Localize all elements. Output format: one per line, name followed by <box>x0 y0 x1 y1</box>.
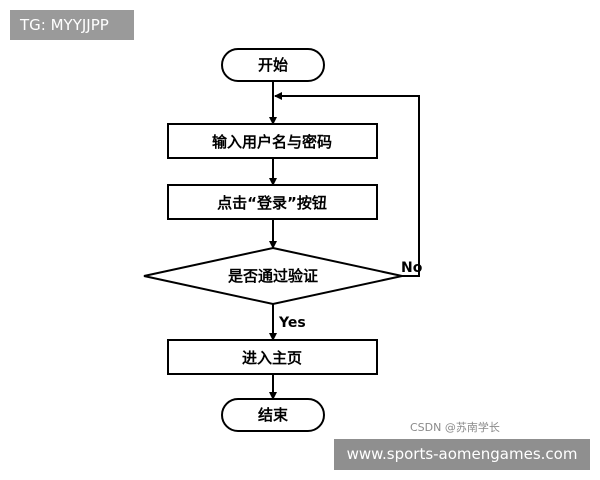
start-node: 开始 <box>221 48 325 82</box>
enter-homepage-label: 进入主页 <box>242 349 302 367</box>
edge-decision-no-loop <box>274 92 420 277</box>
end-node: 结束 <box>221 398 325 432</box>
edge-yes-label: Yes <box>278 315 306 331</box>
enter-homepage-node: 进入主页 <box>167 339 378 375</box>
edge-no-label: No <box>401 260 423 276</box>
start-label: 开始 <box>258 56 288 74</box>
decision-label: 是否通过验证 <box>227 267 318 285</box>
footer-banner: www.sports-aomengames.com <box>334 439 590 470</box>
click-login-label: 点击“登录”按钮 <box>217 194 327 212</box>
end-label: 结束 <box>258 406 289 424</box>
decision-node: 是否通过验证 <box>143 246 403 306</box>
click-login-node: 点击“登录”按钮 <box>167 184 378 220</box>
input-credentials-label: 输入用户名与密码 <box>212 133 332 151</box>
watermark-tag: TG: MYYJJPP <box>10 10 134 40</box>
input-credentials-node: 输入用户名与密码 <box>167 123 378 159</box>
csdn-credit: CSDN @苏南学长 <box>410 421 500 434</box>
